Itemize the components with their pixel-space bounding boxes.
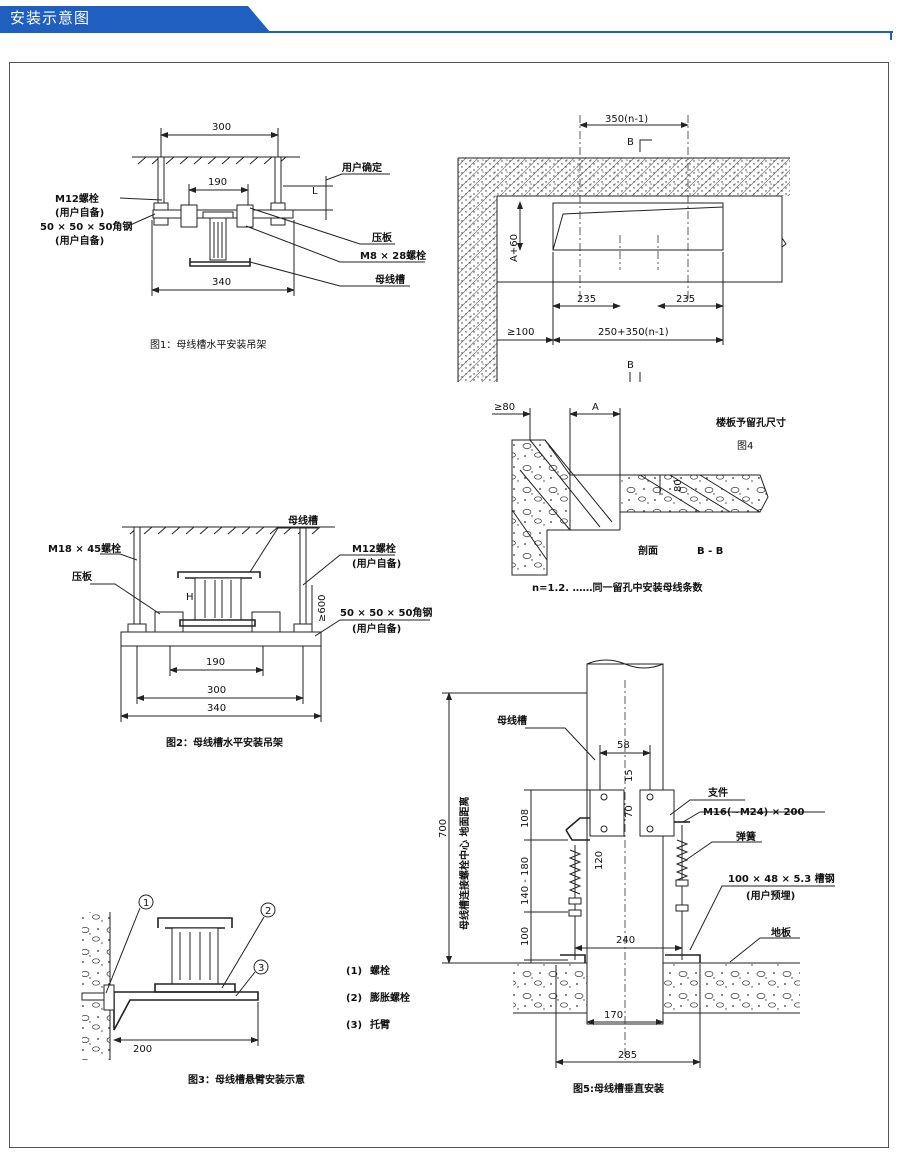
fig1-dim-190: 190: [208, 177, 227, 188]
fig4-title: 楼板予留孔尺寸: [716, 416, 786, 429]
fig5-dim-58: 58: [617, 740, 630, 751]
fig5-label-floor: 地板: [771, 926, 792, 939]
drawing-frame: [9, 62, 889, 1148]
fig1-rod-right: [274, 156, 282, 210]
fig2-busway-body: [194, 577, 242, 621]
header-rule-end: [890, 31, 892, 40]
fig2-dim-600: ≥600: [317, 595, 328, 622]
fig5-vertical-note: 母线槽连接螺栓中心 地面距离: [458, 797, 471, 930]
fig3-legend-text-1: 螺栓: [370, 964, 390, 977]
fig5-dim-70: 70: [624, 805, 635, 818]
fig2-label-bolt-m18: M18 × 45螺栓: [48, 542, 121, 555]
fig5-dim-120: 120: [594, 851, 605, 870]
fig2-dim-190: 190: [206, 657, 225, 668]
fig1-ceiling-hatch: [137, 156, 287, 165]
page-title: 安装示意图: [10, 9, 91, 27]
fig2-rod-right: [299, 526, 307, 628]
fig5-label-user-embedded: (用户预埋): [746, 889, 795, 902]
fig5-dim-700: 700: [438, 819, 449, 838]
fig1-rod-left: [157, 156, 165, 210]
fig1-label-user-determined: 用户确定: [341, 161, 382, 174]
fig5-dim-240: 240: [616, 935, 635, 946]
fig3-dim-200: 200: [133, 1044, 152, 1055]
fig4-caption: 图4: [737, 440, 753, 452]
fig3-legend-num-2: (2): [346, 993, 362, 1004]
fig5-label-bolt: M16(~M24) × 200: [703, 807, 805, 818]
fig2-dim-340: 340: [207, 703, 226, 714]
fig3-marker-2: 2: [265, 906, 271, 917]
fig2-label-angle: 50 × 50 × 50角钢: [340, 606, 432, 619]
fig1-label-angle: 50 × 50 × 50角钢: [40, 220, 132, 233]
fig4-dim-235-left: 235: [577, 294, 596, 305]
fig2-label-user-supplied-1: (用户自备): [352, 557, 401, 570]
header-bar: 安装示意图: [0, 0, 900, 40]
fig4-dim-a60: A+60: [509, 234, 520, 262]
fig3-marker-3: 3: [258, 963, 264, 974]
figure-4: 350(n-1) B A+60 235 235 ≥100 250+350(n-1…: [457, 114, 790, 594]
fig3-marker-1: 1: [143, 898, 149, 909]
fig4-dim-a: A: [592, 402, 599, 413]
header-tab: [0, 6, 270, 32]
fig3-legend-num-3: (3): [346, 1020, 362, 1031]
fig2-dim-H: H: [186, 592, 194, 603]
fig5-caption: 图5:母线槽垂直安装: [573, 1082, 664, 1095]
fig3-legend-text-3: 托臂: [370, 1018, 390, 1031]
fig5-dim-100: 100: [520, 927, 531, 946]
fig3-legend-num-1: (1): [346, 966, 362, 977]
fig4-section-b-top: B: [627, 137, 634, 148]
figure-2: H 190 300 340 ≥600 母线槽 M18 × 45螺栓 压板 M12…: [48, 514, 432, 749]
fig5-dim-170: 170: [604, 1010, 623, 1021]
fig2-caption: 图2：母线槽水平安装吊架: [166, 736, 283, 749]
fig2-angle-steel: [120, 631, 322, 647]
fig1-dim-340: 340: [212, 277, 231, 288]
fig3-caption: 图3：母线槽悬臂安装示意: [188, 1073, 305, 1086]
fig5-dim-285: 285: [618, 1050, 637, 1061]
fig5-dim-15: 15: [624, 769, 635, 782]
fig3-arm: [113, 991, 259, 1031]
fig1-label-bolt-m12: M12螺栓: [55, 192, 99, 205]
fig1-label-bolt-m8: M8 × 28螺栓: [360, 249, 426, 262]
fig2-label-user-supplied-2: (用户自备): [352, 622, 401, 635]
fig4-dim-ge80: ≥80: [494, 402, 515, 413]
fig5-dim-108: 108: [520, 809, 531, 828]
fig2-dim-300: 300: [207, 685, 226, 696]
fig4-dim-235-right: 235: [676, 294, 695, 305]
fig4-section-label: 剖面: [638, 544, 658, 557]
fig1-dim-300: 300: [212, 122, 231, 133]
fig3-busway-body: [171, 927, 219, 985]
fig1-label-busway: 母线槽: [375, 273, 405, 286]
fig5-label-spring: 弹簧: [736, 830, 756, 843]
figure-5: 700 母线槽连接螺栓中心 地面距离 108 140 - 180 100 58 …: [438, 659, 835, 1095]
fig4-dim-350n: 350(n-1): [605, 114, 648, 125]
fig1-label-user-supplied-1: (用户自备): [55, 206, 104, 219]
fig5-support-right: [639, 789, 675, 837]
figure-3: 200 1 2 3 (1) 螺栓 (2) 膨胀螺栓 (3) 托臂 图3：母线槽悬…: [81, 894, 410, 1086]
fig5-label-busway: 母线槽: [497, 714, 527, 727]
fig2-label-busway: 母线槽: [288, 514, 318, 527]
fig1-dim-L: L: [312, 186, 318, 197]
fig4-note: n=1.2. ……同一留孔中安装母线条数: [532, 581, 703, 594]
fig5-dim-140-180: 140 - 180: [520, 857, 531, 905]
fig4-dim-ge100: ≥100: [507, 327, 534, 338]
fig1-label-plate: 压板: [372, 231, 393, 244]
fig5-label-support: 支件: [707, 786, 728, 799]
fig3-legend-text-2: 膨胀螺栓: [370, 991, 410, 1004]
fig2-label-plate: 压板: [72, 570, 93, 583]
fig4-section-name: B - B: [697, 546, 723, 557]
fig4-section-b-bottom: B: [627, 360, 634, 371]
header-rule: [0, 31, 893, 33]
fig1-caption: 图1：母线槽水平安装吊架: [150, 338, 266, 351]
fig4-dim-total: 250+350(n-1): [598, 327, 669, 338]
fig2-label-bolt-m12: M12螺栓: [352, 542, 396, 555]
fig2-rod-left: [133, 526, 141, 628]
fig5-label-channel: 100 × 48 × 5.3 槽钢: [728, 872, 835, 885]
fig4-dim-80: 80: [673, 479, 684, 492]
figure-1: 300 190 340 L 用户确定 M12螺栓 (用户自备) 50 × 50 …: [40, 122, 426, 351]
fig1-label-user-supplied-2: (用户自备): [55, 234, 104, 247]
